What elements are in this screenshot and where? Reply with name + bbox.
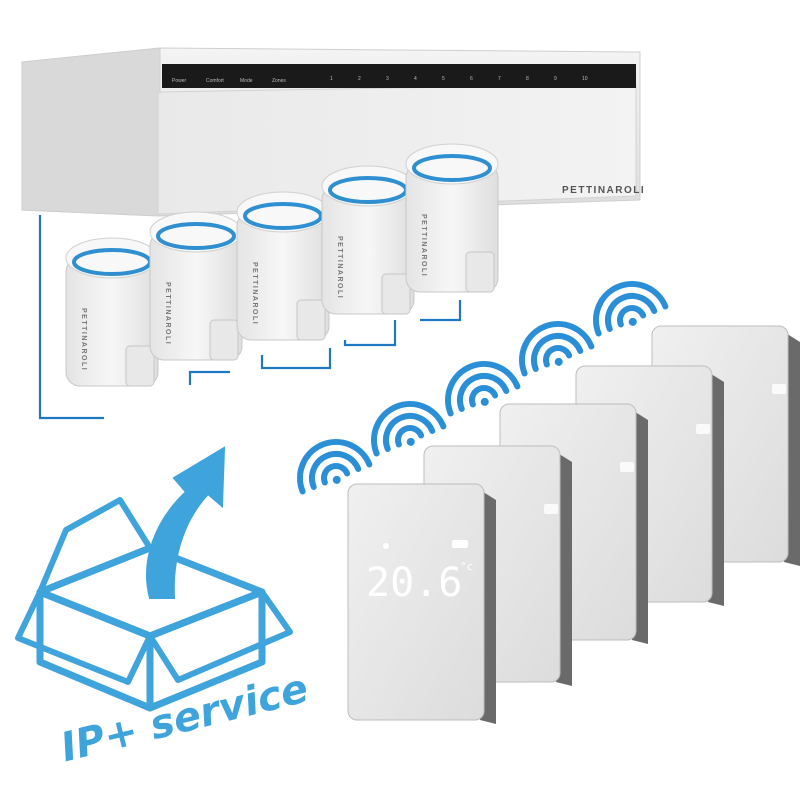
thermostat-battery-icon [620,462,634,472]
actuator-group: PETTINAROLI PETTINAROLI PETTINAROLI PETTINA… [65,143,499,387]
wifi-signal-icon [371,401,447,457]
thermostat-battery-icon [452,540,468,548]
controller-zone-number: 1 [330,76,333,82]
controller-zone-number: 9 [554,76,557,82]
thermal-actuator: PETTINAROLI [149,211,243,361]
controller-zone-number: 7 [498,76,501,82]
controller-panel-label: Mode [240,78,253,84]
thermal-actuator: PETTINAROLI [405,143,499,293]
controller-zone-number: 6 [470,76,473,82]
controller-display-strip [162,64,636,88]
controller-brand-label: PETTINAROLI [562,185,645,196]
actuator-led-ring [243,202,323,230]
wireless-thermostat: 20.6°c [347,483,496,724]
controller-zone-number: 4 [414,76,417,82]
controller-zone-number: 5 [442,76,445,82]
actuator-wiring [38,215,462,420]
wifi-signal-icon [593,281,669,337]
thermal-actuator: PETTINAROLI [236,191,330,341]
controller-panel-label: Zones [272,78,286,84]
wifi-signal-icon [519,321,595,377]
thermostat-battery-icon [544,504,558,514]
actuator-brand-label: PETTINAROLI [164,282,171,345]
thermostat-temperature: 20.6 [366,560,462,606]
thermostat-battery-icon [772,384,786,394]
thermostat-status-icon [383,543,389,549]
open-box-icon [15,497,293,712]
controller-zone-number: 2 [358,76,361,82]
thermostat-group: 20.6°c [347,325,800,724]
wireless-signals [297,281,669,495]
controller-panel-label: Power [172,78,187,84]
actuator-led-ring [412,154,492,182]
controller-zone-number: 8 [526,76,529,82]
actuator-brand-label: PETTINAROLI [420,214,427,277]
upgrade-arrow-icon [146,446,226,599]
actuator-led-ring [156,222,236,250]
thermal-actuator: PETTINAROLI [65,237,159,387]
controller-zone-number: 3 [386,76,389,82]
thermostat-battery-icon [696,424,710,434]
controller-zone-number: 10 [582,76,588,82]
wifi-signal-icon [297,439,373,495]
actuator-brand-label: PETTINAROLI [80,308,87,371]
controller-panel-label: Comfort [206,78,224,84]
thermostat-unit: °c [460,560,473,573]
actuator-brand-label: PETTINAROLI [336,236,343,299]
thermal-actuator: PETTINAROLI [321,165,415,315]
wifi-signal-icon [445,361,521,417]
actuator-brand-label: PETTINAROLI [251,262,258,325]
wiring-controller: Power Comfort Mode Zones 1 2 3 4 5 6 7 8 9 10 PETTIN… [21,47,645,217]
